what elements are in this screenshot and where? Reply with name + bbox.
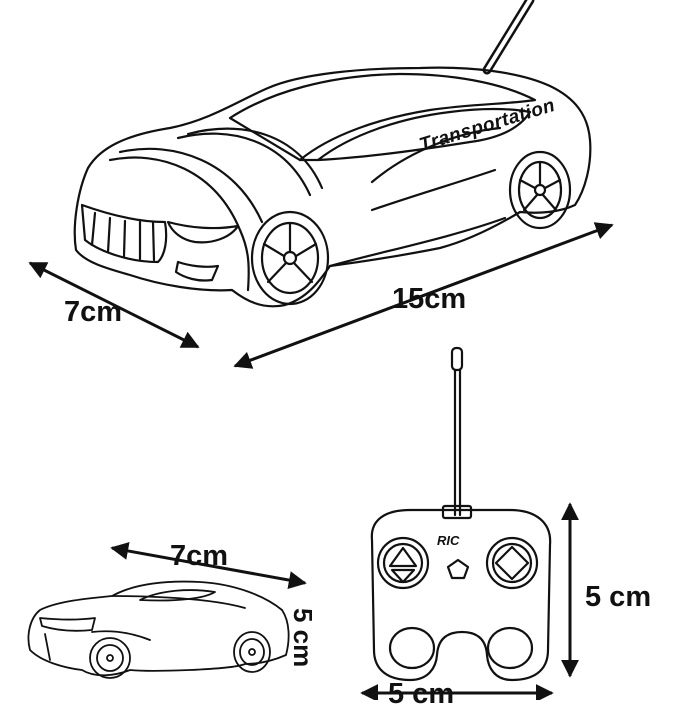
big-car-length-label: 15cm <box>392 283 467 315</box>
big-car-side-window <box>316 107 532 162</box>
small-car-rear-wheel <box>233 631 271 673</box>
remote-right-button <box>485 536 539 590</box>
small-car-height-label: 5 cm <box>288 608 318 668</box>
big-car-illustration <box>73 0 592 308</box>
big-car-width-arrow <box>28 261 200 349</box>
small-car-length-label: 7cm <box>170 540 229 572</box>
remote-center-button <box>446 558 470 580</box>
small-car-body <box>27 580 290 677</box>
big-car-length-arrow <box>233 222 614 369</box>
small-car-illustration <box>27 580 290 679</box>
remote-left-button <box>376 536 430 590</box>
remote-brand-label: RIC <box>437 533 460 548</box>
big-car-rear-wheel <box>508 150 572 230</box>
remote-antenna <box>441 346 473 520</box>
big-car-front-wheel <box>250 210 330 306</box>
small-car-front-wheel <box>89 637 131 679</box>
remote-body <box>370 508 552 682</box>
remote-height-label: 5 cm <box>585 581 652 613</box>
remote-illustration <box>370 346 552 682</box>
small-car-length-arrow <box>110 542 307 589</box>
big-car-grille <box>80 203 168 264</box>
big-car-width-label: 7cm <box>64 296 123 328</box>
remote-width-label: 5 cm <box>388 678 455 710</box>
big-car-headlight <box>166 220 240 244</box>
